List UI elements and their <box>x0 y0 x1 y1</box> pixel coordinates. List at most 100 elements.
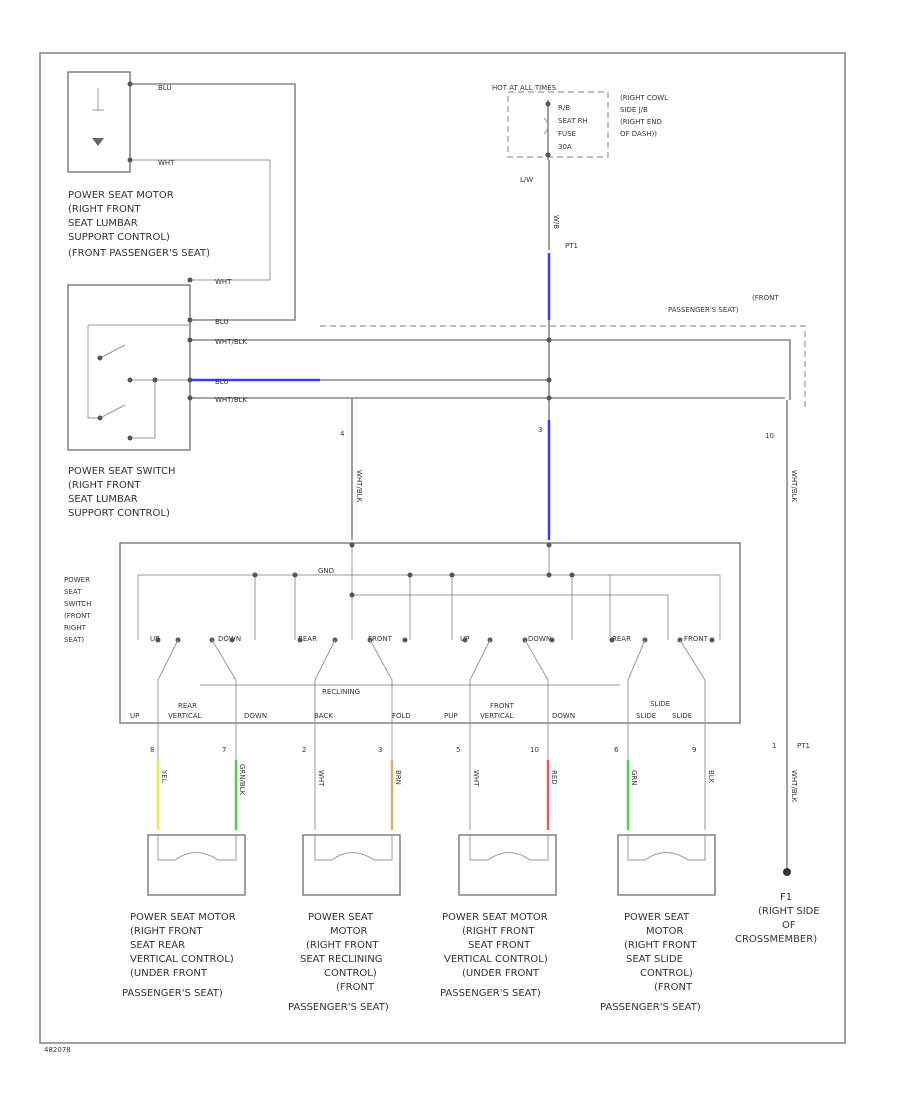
lumbar-motor-title-4: SUPPORT CONTROL) <box>68 232 170 243</box>
fuse-title: HOT AT ALL TIMES <box>492 84 557 92</box>
group-reclining-left: BACK <box>314 712 333 720</box>
motor1-title-3: SEAT REAR <box>130 940 185 951</box>
ground-icon <box>783 868 791 876</box>
group-front-left: PUP <box>444 712 458 720</box>
ground-title-3: OF <box>782 920 796 931</box>
main-switch-title-1: POWER <box>64 576 90 584</box>
motor4-title-3: (RIGHT FRONT <box>624 940 697 951</box>
lumbar-switch-wire-1: WHT <box>215 278 232 286</box>
lumbar-switch-title-2: (RIGHT FRONT <box>68 480 141 491</box>
lumbar-switch: WHT BLU WHT/BLK BLU WHT/BLK POWER SEAT S… <box>67 277 248 519</box>
group-front-sub: VERTICAL <box>480 712 514 720</box>
main-switch-gnd: GND <box>318 567 334 575</box>
lumbar-switch-title-3: SEAT LUMBAR <box>68 494 138 505</box>
motor3-wire-b-label: RED <box>550 770 558 785</box>
fuse-note-3: (RIGHT END <box>620 118 662 126</box>
motor4-wire-b-label: BLK <box>707 770 715 784</box>
lumbar-switch-wire-2: BLU <box>215 318 228 326</box>
motor1-title-4: VERTICAL CONTROL) <box>130 954 234 965</box>
group-reclining-right: FOLD <box>392 712 411 720</box>
motor1-box <box>147 834 246 896</box>
motor2-title-5: CONTROL) <box>324 968 377 979</box>
fuse-note-2: SIDE J/B <box>620 106 648 114</box>
diagram-frame <box>39 52 846 1044</box>
bus-line-1 <box>190 339 791 400</box>
group-reclining-name: RECLINING <box>322 688 360 696</box>
lumbar-motor-pin-2: WHT <box>158 159 175 167</box>
motor1-wire-b-label: GRN/BLK <box>238 764 246 796</box>
contact-label-8: FRONT <box>684 635 709 643</box>
motor4-title-5: CONTROL) <box>640 968 693 979</box>
pin-1: 1 <box>772 742 776 750</box>
ground-wire-label: WHT/BLK <box>790 770 798 803</box>
lumbar-switch-wire-5: WHT/BLK <box>215 396 248 404</box>
motor2-title-1: POWER SEAT <box>308 912 374 923</box>
motor-front-vertical: 5 10 WHT RED POWER SEAT MOTOR (RIGHT FRO… <box>440 740 558 999</box>
lumbar-motor-title-2: (RIGHT FRONT <box>68 204 141 215</box>
contact-label-4: FRONT <box>368 635 393 643</box>
motor4-title-4: SEAT SLIDE <box>626 954 683 965</box>
connector-pt1-top: PT1 <box>565 242 578 250</box>
lumbar-switch-title-4: SUPPORT CONTROL) <box>68 508 170 519</box>
motor2-pin-b: 3 <box>378 746 382 754</box>
motor2-title-4: SEAT RECLINING <box>300 954 382 965</box>
pin-3: 3 <box>538 426 542 434</box>
motor4-wire-a-label: GRN <box>630 770 638 786</box>
contact-label-1: UP <box>150 635 159 643</box>
group-rear-right: DOWN <box>244 712 267 720</box>
main-switch-title-6: SEAT) <box>64 636 84 644</box>
lumbar-switch-wire-3: WHT/BLK <box>215 338 248 346</box>
lumbar-motor-title-5: (FRONT PASSENGER'S SEAT) <box>68 248 210 259</box>
main-switch-title-4: (FRONT <box>64 612 91 620</box>
motor2-wire-b-label: BRN <box>394 770 402 785</box>
motor3-box <box>458 834 557 896</box>
motor3-title-6: PASSENGER'S SEAT) <box>440 988 541 999</box>
motor3-title-4: VERTICAL CONTROL) <box>444 954 548 965</box>
motor1-pin-b: 7 <box>222 746 226 754</box>
motor4-title-7: PASSENGER'S SEAT) <box>600 1002 701 1013</box>
wire-label-wb: W/B <box>552 215 560 229</box>
main-switch-title-3: SWITCH <box>64 600 91 608</box>
fuse-line-4: 30A <box>558 143 572 151</box>
motor2-title-2: MOTOR <box>330 926 367 937</box>
passenger-seat-bracket <box>320 325 806 408</box>
group-front-name: FRONT <box>490 702 515 710</box>
switch-group-front: FRONT VERTICAL PUP DOWN <box>444 637 575 740</box>
group-rear-name: REAR <box>178 702 197 710</box>
switch-feed-label: WHT/BLK <box>355 470 363 503</box>
main-seat-switch: POWER SEAT SWITCH (FRONT RIGHT SEAT) GND… <box>64 542 741 740</box>
group-rear-left: UP <box>130 712 139 720</box>
motor-symbol-icon <box>92 138 104 146</box>
motor1-wire-a-label: YEL <box>160 769 168 783</box>
motor3-title-1: POWER SEAT MOTOR <box>442 912 548 923</box>
main-switch-title-2: SEAT <box>64 588 82 596</box>
ground-title-1: F1 <box>780 892 792 903</box>
contact-label-2: DOWN <box>218 635 241 643</box>
motor4-box <box>617 834 716 896</box>
passenger-note-1: (FRONT <box>752 294 779 302</box>
motor4-title-6: (FRONT <box>654 982 693 993</box>
passenger-note-2: PASSENGER'S SEAT) <box>668 306 739 314</box>
motor3-wire-a-label: WHT <box>472 770 480 787</box>
contact-label-3: REAR <box>298 635 317 643</box>
motor2-box <box>302 834 401 896</box>
motor3-pin-b: 10 <box>530 746 539 754</box>
fuse-block: HOT AT ALL TIMES R/B SEAT RH FUSE 30A (R… <box>492 84 668 160</box>
motor4-pin-a: 6 <box>614 746 619 754</box>
motor4-pin-b: 9 <box>692 746 696 754</box>
pin-10: 10 <box>765 432 774 440</box>
connector-pt1-bottom: PT1 <box>797 742 810 750</box>
motor4-title-1: POWER SEAT <box>624 912 690 923</box>
motor3-symbol-icon <box>487 852 531 861</box>
fuse-line-3: FUSE <box>558 130 576 138</box>
lumbar-motor: BLU WHT POWER SEAT MOTOR (RIGHT FRONT SE… <box>67 71 296 321</box>
motor4-title-2: MOTOR <box>646 926 683 937</box>
main-switch-title-5: RIGHT <box>64 624 87 632</box>
fuse-line-1: R/B <box>558 104 570 112</box>
motor3-title-5: (UNDER FRONT <box>462 968 540 979</box>
motor1-title-6: PASSENGER'S SEAT) <box>122 988 223 999</box>
group-slide-left: SLIDE <box>636 712 656 720</box>
switch-group-rear: REAR VERTICAL UP DOWN <box>130 637 267 740</box>
motor1-title-2: (RIGHT FRONT <box>130 926 203 937</box>
